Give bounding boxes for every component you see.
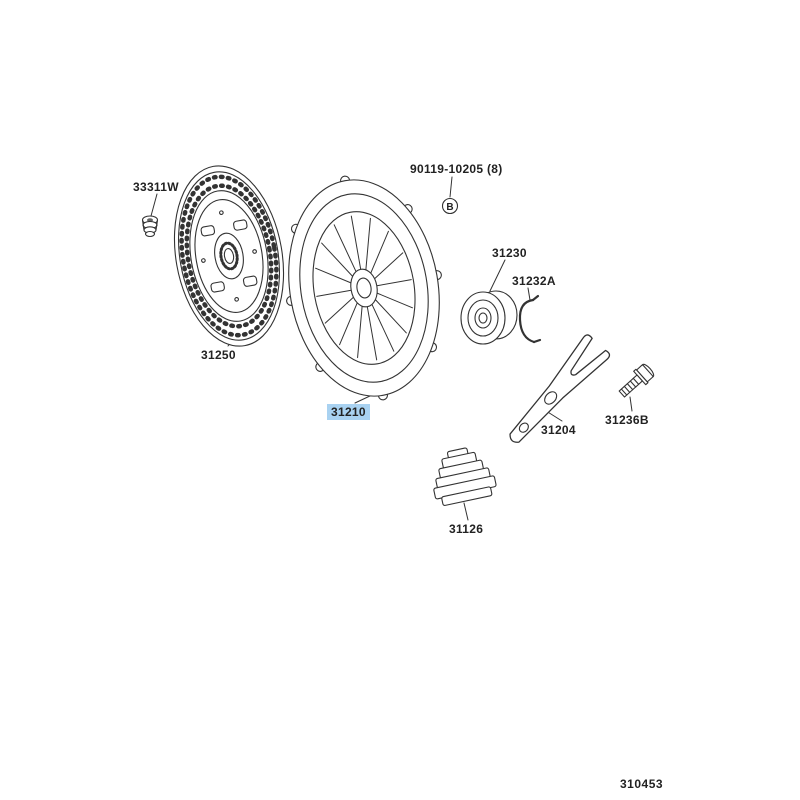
part-label-clutch-cover[interactable]: 31210 [327,404,370,420]
fork-bolt-drawing [616,362,656,401]
bolt-symbol-letter: B [446,202,453,213]
part-label-release-bearing[interactable]: 31230 [492,246,527,260]
bearing-clip-drawing [520,296,540,342]
grommet-drawing [143,216,158,237]
boot-drawing [427,443,498,507]
clutch-cover-drawing [267,163,461,414]
diagram-number: 310453 [620,777,664,791]
part-label-flywheel-bolt[interactable]: 90119-10205 (8) [410,162,503,176]
part-label-grommet[interactable]: 33311W [133,180,179,194]
clutch-disc-drawing [161,157,297,355]
part-label-bearing-clip[interactable]: 31232A [512,274,556,288]
bolt-symbol: B [443,199,458,214]
part-label-release-fork[interactable]: 31204 [541,423,576,437]
part-label-clutch-disc[interactable]: 31250 [201,348,236,362]
part-label-boot[interactable]: 31126 [449,522,484,536]
release-fork-drawing [500,333,611,451]
release-bearing-drawing [461,291,517,344]
part-label-fork-bolt[interactable]: 31236B [605,413,649,427]
